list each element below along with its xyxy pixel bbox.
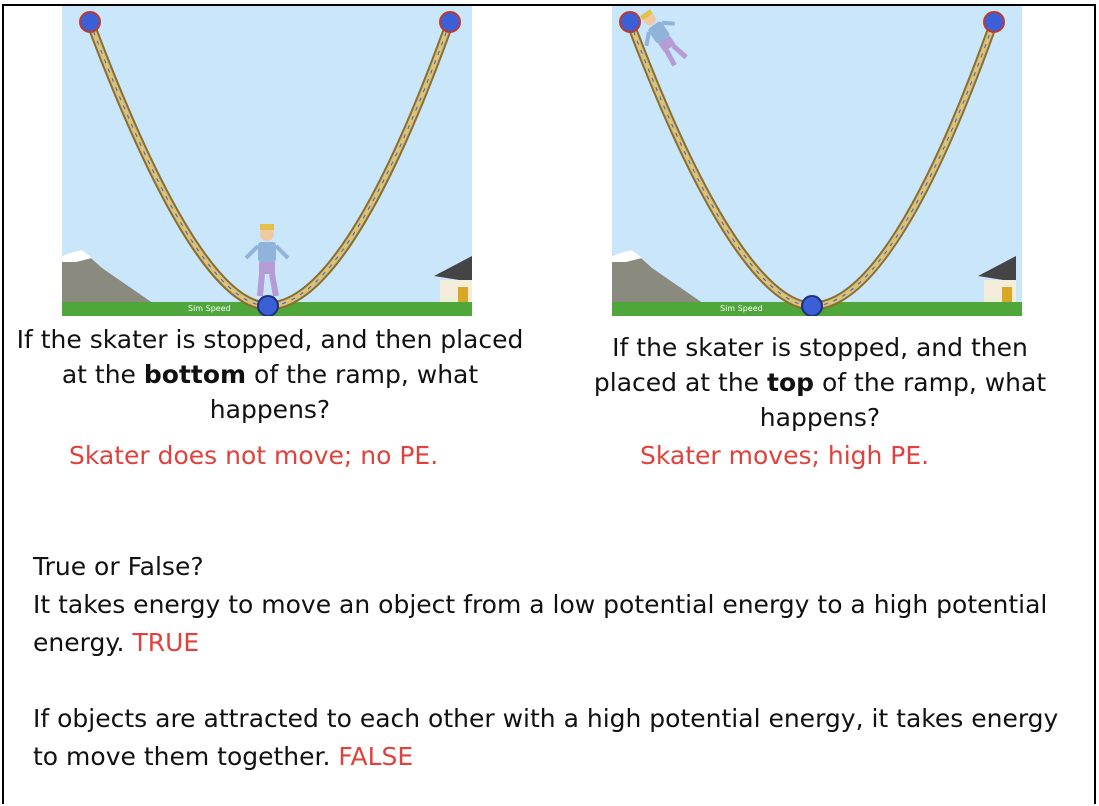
question-text: If the skater is stopped, and then place…	[593, 333, 1028, 397]
true-false-item-1: It takes energy to move an object from a…	[33, 586, 1073, 662]
statement-text: If objects are attracted to each other w…	[33, 704, 1059, 771]
control-node-bottom[interactable]	[801, 295, 823, 316]
sky	[612, 6, 1022, 316]
house-door	[1002, 287, 1012, 306]
statement-text: It takes energy to move an object from a…	[33, 590, 1048, 657]
true-false-item-2: If objects are attracted to each other w…	[33, 700, 1073, 776]
skate-sim-bottom: Sim Speed	[62, 6, 472, 316]
control-node-left[interactable]	[619, 11, 641, 33]
mountain	[62, 250, 157, 306]
question-text: of the ramp, what happens?	[209, 360, 479, 424]
statement-answer: TRUE	[132, 628, 200, 657]
question-emphasis: bottom	[143, 360, 247, 389]
sim-speed-label: Sim Speed	[188, 304, 231, 313]
question-text: of the ramp, what happens?	[759, 368, 1047, 432]
answer-bottom: Skater does not move; no PE.	[69, 441, 439, 470]
mountain-snow	[612, 250, 642, 262]
mountain-snow	[62, 250, 92, 262]
control-node-left[interactable]	[79, 11, 101, 33]
control-node-right[interactable]	[983, 11, 1005, 33]
spacer	[33, 662, 1073, 700]
page-frame	[2, 4, 1096, 804]
skate-sim-top: Sim Speed	[612, 6, 1022, 316]
sim-speed-label: Sim Speed	[720, 304, 763, 313]
skate-sim-bottom-scene: Sim Speed	[62, 6, 472, 316]
question-top: If the skater is stopped, and then place…	[570, 330, 1070, 435]
true-false-heading: True or False?	[33, 552, 204, 581]
house-door	[458, 287, 468, 306]
true-false-section: True or False? It takes energy to move a…	[33, 548, 1073, 776]
skate-sim-top-scene: Sim Speed	[612, 6, 1022, 316]
control-node-right[interactable]	[439, 11, 461, 33]
house-roof	[978, 256, 1016, 282]
skater-figure	[640, 9, 688, 67]
house-roof	[434, 256, 472, 282]
question-emphasis: top	[767, 368, 815, 397]
question-text: If the skater is stopped, and then place…	[16, 325, 524, 389]
statement-answer: FALSE	[338, 742, 414, 771]
question-bottom: If the skater is stopped, and then place…	[10, 322, 530, 427]
skater-figure	[244, 224, 290, 297]
answer-top: Skater moves; high PE.	[640, 441, 930, 470]
ramp-track-ties	[629, 21, 995, 307]
control-node-bottom[interactable]	[257, 295, 279, 316]
mountain	[612, 250, 707, 306]
